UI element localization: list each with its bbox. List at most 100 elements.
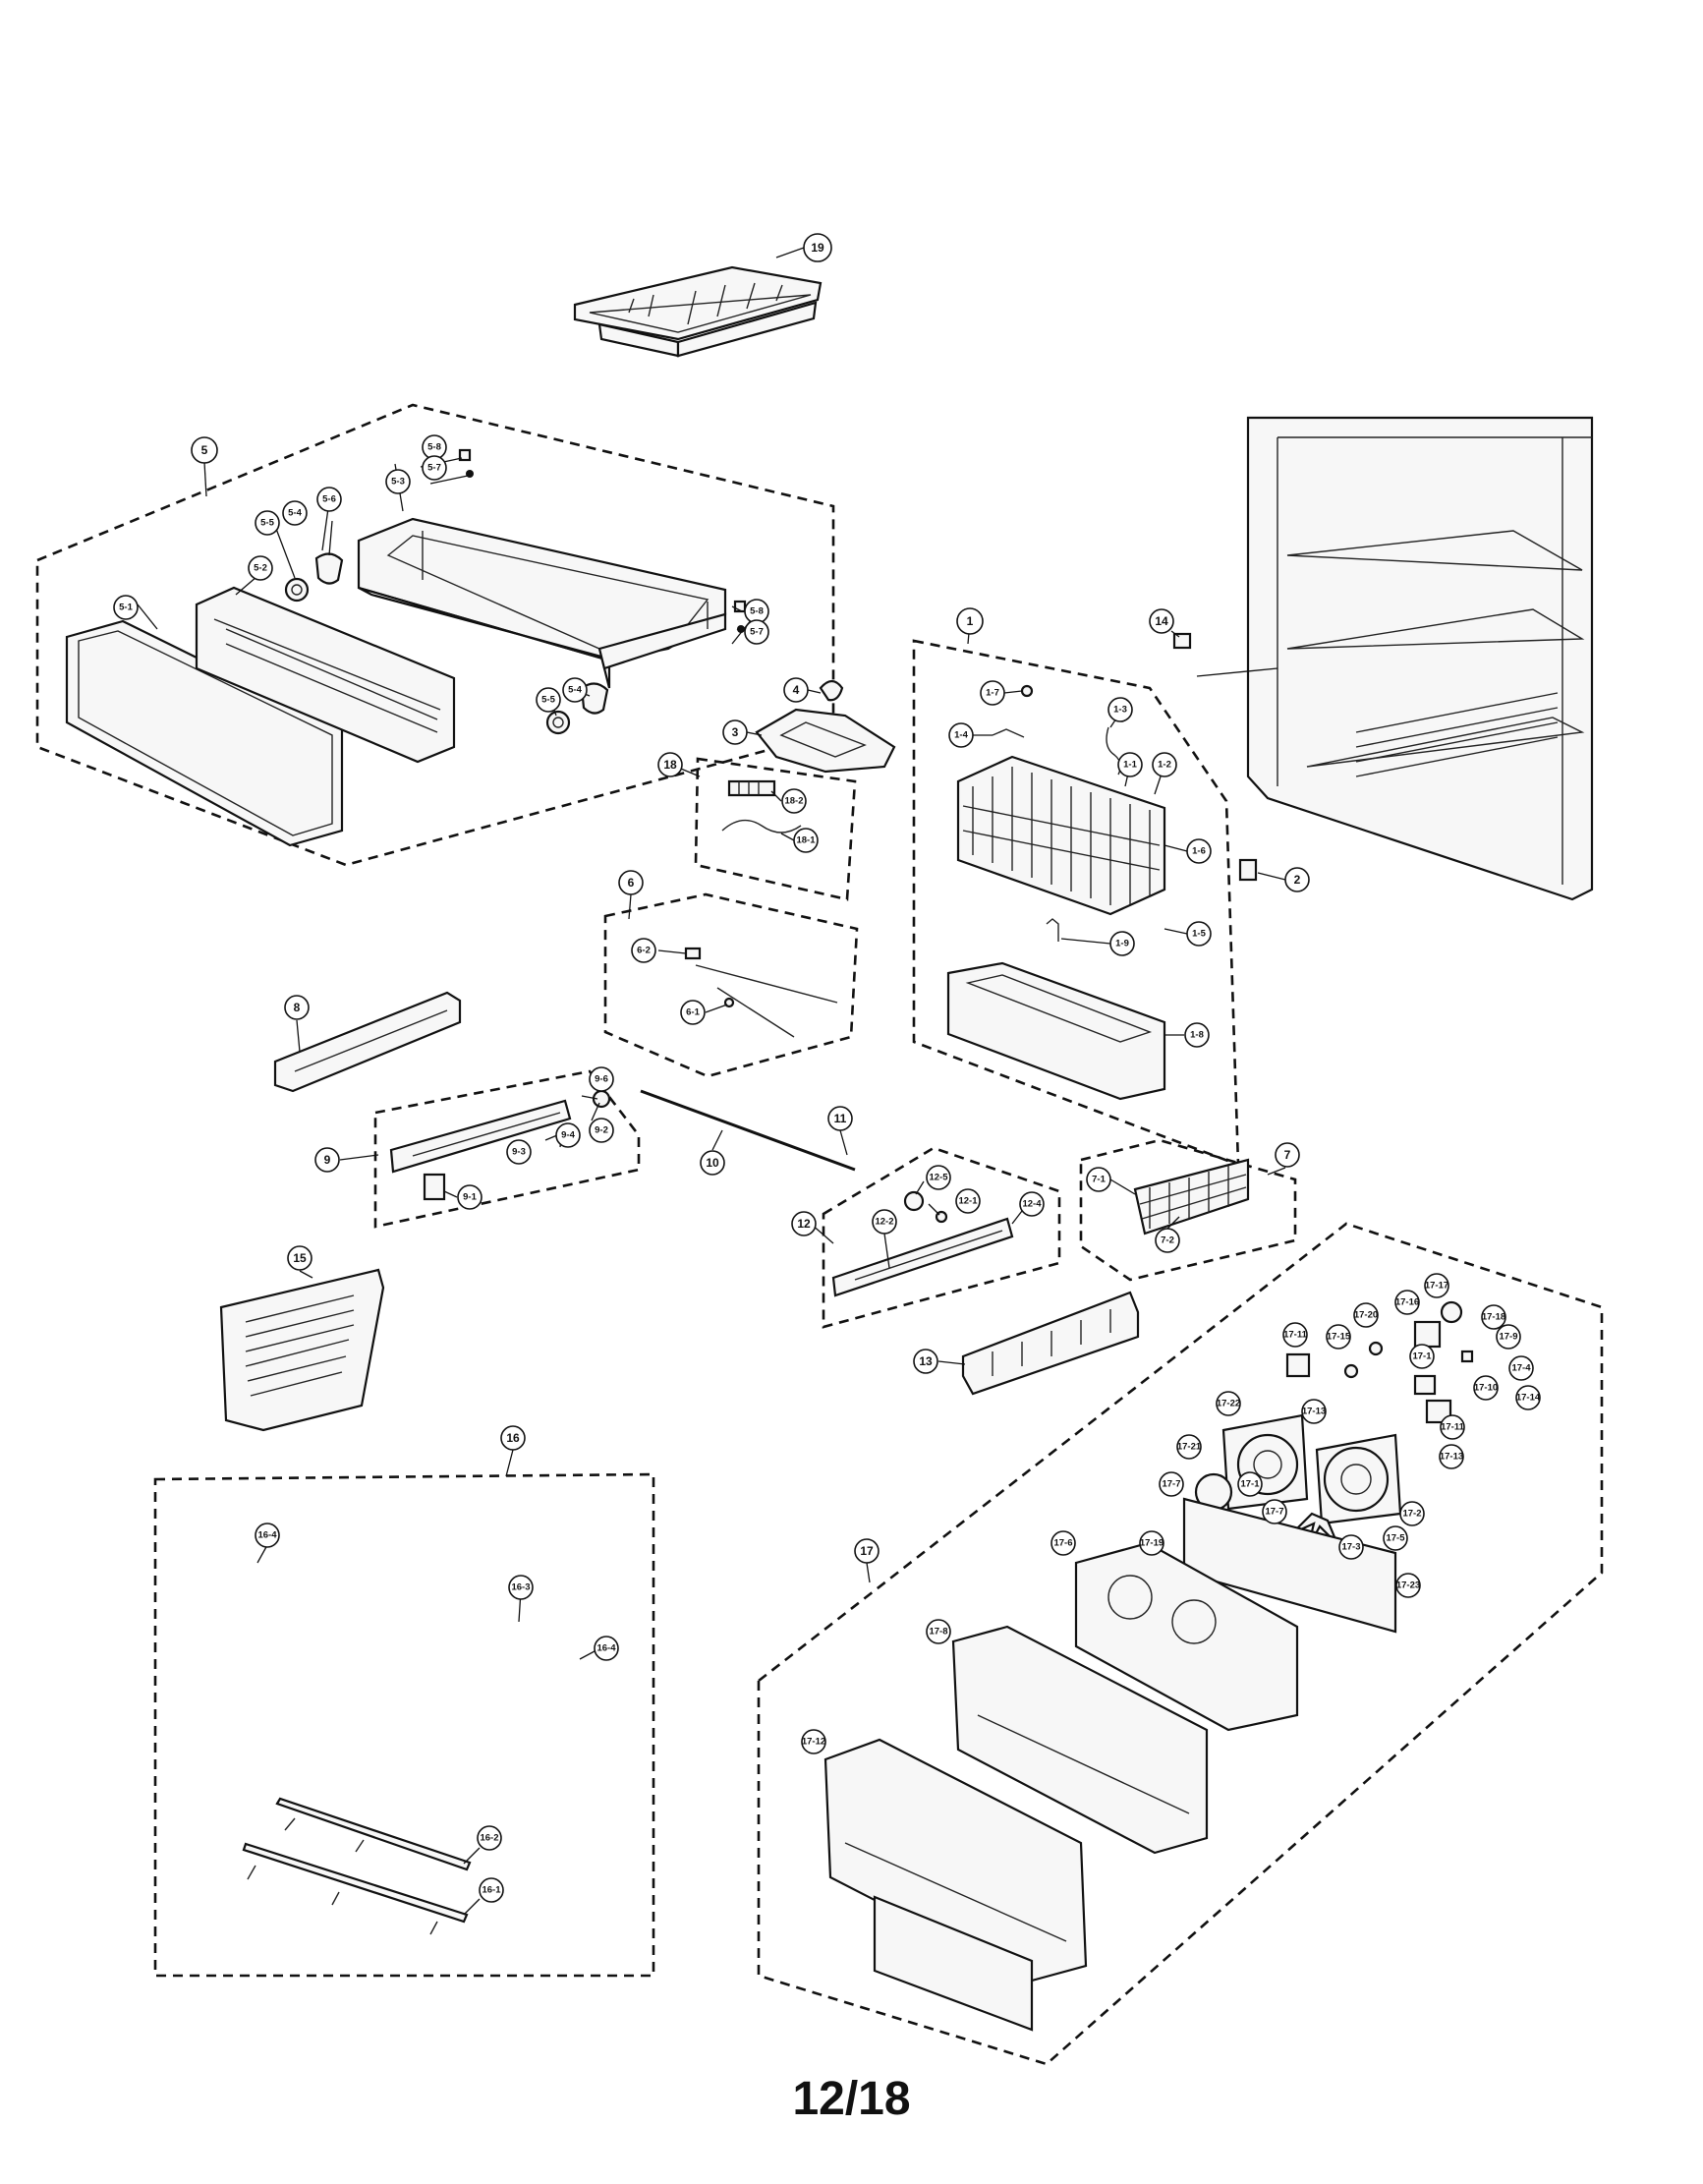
svg-text:5-6: 5-6 [322,494,336,505]
svg-text:5-8: 5-8 [427,442,441,453]
callout-5-7-right: 5-7 [744,619,769,645]
svg-text:1-2: 1-2 [1158,760,1171,771]
callout-7-1: 7-1 [1086,1167,1111,1192]
svg-text:15: 15 [293,1251,307,1265]
svg-text:17-4: 17-4 [1511,1363,1531,1374]
svg-text:17-17: 17-17 [1425,1281,1448,1292]
part-8-rail [273,991,462,1093]
part-5-4-bracket-lower [580,682,609,715]
svg-text:5-4: 5-4 [568,685,582,696]
svg-text:9-2: 9-2 [595,1125,608,1136]
callout-17-18: 17-18 [1481,1304,1506,1330]
part-5-5-wheel-lower [545,710,571,735]
part-12-2-duct-rail [831,1217,1014,1297]
callout-7-2: 7-2 [1155,1228,1180,1253]
svg-text:7-2: 7-2 [1161,1236,1174,1246]
svg-text:18-1: 18-1 [796,835,816,846]
callout-17-11-upper: 17-11 [1282,1322,1308,1348]
part-1-4-fuse [992,728,1025,738]
part-1-9-heater-wire [1046,918,1059,942]
callout-17-13-right: 17-13 [1439,1444,1464,1469]
callout-6-1: 6-1 [680,1000,706,1025]
svg-text:17-11: 17-11 [1283,1330,1307,1341]
callout-3: 3 [722,719,748,745]
callout-11: 11 [827,1106,853,1131]
callout-16-4-lower: 16-4 [594,1636,619,1661]
part-6-damper-wires [684,947,838,1038]
svg-text:6-2: 6-2 [637,946,651,956]
callout-17-6: 17-6 [1050,1530,1076,1556]
callout-12-4: 12-4 [1019,1191,1045,1217]
group-5-box [35,403,835,867]
svg-text:17-15: 17-15 [1327,1332,1351,1343]
svg-text:9-1: 9-1 [463,1192,477,1203]
svg-text:5-8: 5-8 [750,606,764,617]
callout-17-3: 17-3 [1338,1534,1364,1560]
svg-text:5-7: 5-7 [750,627,764,638]
callout-16-4-upper: 16-4 [255,1523,280,1548]
svg-text:1-3: 1-3 [1113,705,1127,716]
svg-text:12-5: 12-5 [929,1173,948,1183]
callout-1-1: 1-1 [1117,752,1143,777]
part-5-1-front-panel [65,619,344,847]
part-17-12-evaporator-cover-back [823,1738,1088,2032]
part-5-5-wheel-upper [284,577,310,603]
part-5-8-cap-upper [458,448,472,462]
leader-lines [137,247,1286,1916]
group-9-box [373,1069,641,1229]
callout-2: 2 [1284,867,1310,892]
callout-17-11-lower: 17-11 [1440,1414,1465,1440]
svg-text:17-7: 17-7 [1265,1507,1283,1518]
svg-text:17-7: 17-7 [1162,1479,1180,1490]
svg-text:9: 9 [324,1153,331,1167]
svg-text:17-9: 17-9 [1499,1332,1517,1343]
callout-5-7: 5-7 [422,455,447,481]
callout-17-8: 17-8 [926,1619,951,1644]
callout-1-3: 1-3 [1107,697,1133,722]
callout-17-1-center: 17-1 [1237,1471,1263,1497]
part-7-2-vent-cover [1133,1158,1250,1236]
part-9-1-block [423,1173,446,1201]
svg-text:5-1: 5-1 [119,603,133,613]
svg-text:17-14: 17-14 [1516,1393,1541,1404]
callout-9-6: 9-6 [589,1066,614,1092]
callout-12: 12 [791,1211,817,1236]
group-1-box [912,639,1240,1167]
svg-text:17-2: 17-2 [1402,1509,1421,1520]
group-12-box [822,1146,1061,1329]
part-5-4-bracket-upper [314,552,344,585]
svg-text:7: 7 [1284,1148,1291,1162]
svg-text:17-12: 17-12 [802,1737,825,1748]
svg-text:18-2: 18-2 [784,796,803,807]
svg-text:17-1: 17-1 [1412,1351,1432,1362]
svg-text:17-3: 17-3 [1341,1542,1360,1553]
callout-7: 7 [1275,1142,1300,1168]
svg-text:12-2: 12-2 [875,1217,893,1228]
callout-5-3: 5-3 [385,469,411,494]
callout-17-1: 17-1 [1409,1344,1435,1369]
part-17-fan-motor-assembly [1221,1413,1402,1525]
part-19-tray [573,265,823,358]
part-12-5-gear [903,1190,925,1212]
callout-17-7-center: 17-7 [1262,1499,1287,1524]
part-14-clip [1172,632,1192,650]
part-13-duct [961,1291,1140,1396]
callout-16-1: 16-1 [479,1877,504,1903]
callout-16-3: 16-3 [508,1575,534,1600]
svg-text:3: 3 [732,725,739,739]
svg-text:9-4: 9-4 [561,1130,575,1141]
callout-18: 18 [657,752,683,777]
callout-8: 8 [284,995,310,1020]
callout-1-4: 1-4 [948,722,974,748]
part-9-3-drawer-rail [389,1099,572,1174]
svg-text:17-23: 17-23 [1396,1581,1420,1591]
svg-text:16: 16 [506,1431,520,1445]
callout-17-2: 17-2 [1399,1501,1425,1526]
svg-text:17-11: 17-11 [1441,1422,1464,1433]
callout-17-7-left: 17-7 [1159,1471,1184,1497]
part-4-lamp [819,679,844,702]
callout-6: 6 [618,870,644,895]
callout-17-17: 17-17 [1424,1273,1449,1298]
svg-text:7-1: 7-1 [1092,1175,1106,1185]
